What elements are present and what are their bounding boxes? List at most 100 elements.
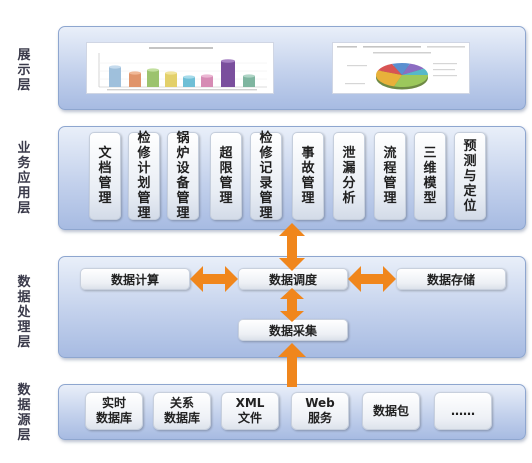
bar-chart-thumbnail-graphic xyxy=(98,47,267,91)
label-char: 业 xyxy=(17,140,31,156)
module-maintenance-plan: 检 修 计 划 管 理 xyxy=(128,131,160,221)
module-char: 检 xyxy=(259,131,273,146)
label-char: 处 xyxy=(17,304,31,320)
module-char: 管 xyxy=(98,176,112,191)
label-char: 务 xyxy=(17,155,31,171)
arrow-schedule-collect xyxy=(280,288,304,322)
module-char: 限 xyxy=(219,161,233,176)
module-char: 流 xyxy=(383,146,397,161)
source-line: 文件 xyxy=(237,411,262,425)
source-data-package: 数据包 xyxy=(362,392,420,430)
module-char: 理 xyxy=(176,206,190,221)
data-compute-box: 数据计算 xyxy=(80,268,190,290)
module-char: 析 xyxy=(342,191,356,206)
module-char: 理 xyxy=(137,206,151,221)
module-char: 测 xyxy=(463,153,477,169)
module-boiler-equipment: 锅 炉 设 备 管 理 xyxy=(167,131,199,221)
source-line: …… xyxy=(451,403,475,418)
label-char: 示 xyxy=(17,62,31,78)
label-char: 数 xyxy=(17,274,31,290)
module-prediction-location: 预 测 与 定 位 xyxy=(454,132,486,220)
module-char: 划 xyxy=(137,176,151,191)
module-char: 理 xyxy=(383,191,397,206)
label-char: 层 xyxy=(17,428,31,443)
module-char: 位 xyxy=(463,198,477,214)
module-char: 程 xyxy=(383,161,397,176)
label-char: 据 xyxy=(17,289,31,305)
module-char: 模 xyxy=(423,176,437,191)
module-char: 事 xyxy=(301,146,315,161)
module-accident-management: 事 故 管 理 xyxy=(292,132,324,220)
source-line: 实时 xyxy=(101,396,126,410)
module-char: 分 xyxy=(342,176,356,191)
label-char: 应 xyxy=(17,170,31,186)
module-char: 预 xyxy=(463,138,477,154)
module-overlimit-management: 超 限 管 理 xyxy=(210,132,242,220)
layer-label-processing: 数 据 处 理 层 xyxy=(0,262,48,362)
pie-chart-thumbnail-graphic xyxy=(337,46,465,90)
label-char: 据 xyxy=(17,398,31,413)
layer-label-business: 业 务 应 用 层 xyxy=(0,128,48,228)
pie-chart-thumbnail xyxy=(332,42,470,94)
label-char: 层 xyxy=(17,334,31,350)
module-char: 三 xyxy=(423,146,437,161)
module-char: 管 xyxy=(137,191,151,206)
module-char: 修 xyxy=(259,146,273,161)
module-char: 管 xyxy=(219,176,233,191)
module-char: 计 xyxy=(137,161,151,176)
label-char: 数 xyxy=(17,383,31,398)
module-char: 修 xyxy=(137,146,151,161)
source-line: XML xyxy=(235,396,265,410)
module-document-management: 文 档 管 理 xyxy=(89,132,121,220)
source-line: Web xyxy=(305,396,335,410)
module-leak-analysis: 泄 漏 分 析 xyxy=(333,132,365,220)
label-char: 用 xyxy=(17,185,31,201)
module-char: 理 xyxy=(259,206,273,221)
source-line: 数据库 xyxy=(163,411,200,425)
source-line: 数据库 xyxy=(95,411,132,425)
source-web-service: Web 服务 xyxy=(291,392,349,430)
module-char: 档 xyxy=(98,161,112,176)
source-line: 服务 xyxy=(307,411,332,425)
data-schedule-box: 数据调度 xyxy=(238,268,348,290)
module-char: 管 xyxy=(176,191,190,206)
label-char: 层 xyxy=(17,200,31,216)
module-char: 管 xyxy=(301,176,315,191)
module-char: 锅 xyxy=(176,131,190,146)
source-line: 数据包 xyxy=(372,403,409,418)
module-char: 管 xyxy=(259,191,273,206)
module-char: 设 xyxy=(176,161,190,176)
label-char: 源 xyxy=(17,413,31,428)
module-process-management: 流 程 管 理 xyxy=(374,132,406,220)
module-char: 录 xyxy=(259,176,273,191)
module-char: 与 xyxy=(463,168,477,184)
label-char: 层 xyxy=(17,77,31,93)
layer-label-source: 数 据 源 层 xyxy=(0,378,48,448)
data-collect-box: 数据采集 xyxy=(238,319,348,341)
module-3d-model: 三 维 模 型 xyxy=(414,132,446,220)
source-realtime-db: 实时 数据库 xyxy=(85,392,143,430)
source-line: 关系 xyxy=(169,396,194,410)
arrow-source-collect xyxy=(278,343,306,387)
module-char: 文 xyxy=(98,146,112,161)
arrow-schedule-storage xyxy=(348,266,396,292)
source-relational-db: 关系 数据库 xyxy=(153,392,211,430)
source-xml-file: XML 文件 xyxy=(221,392,279,430)
module-char: 管 xyxy=(383,176,397,191)
module-char: 漏 xyxy=(342,161,356,176)
module-char: 维 xyxy=(423,161,437,176)
module-char: 理 xyxy=(98,191,112,206)
module-char: 检 xyxy=(137,131,151,146)
module-char: 泄 xyxy=(342,146,356,161)
label-char: 展 xyxy=(17,47,31,63)
module-char: 故 xyxy=(301,161,315,176)
module-char: 超 xyxy=(219,146,233,161)
module-char: 炉 xyxy=(176,146,190,161)
arrow-business-processing xyxy=(279,223,305,271)
module-char: 定 xyxy=(463,183,477,199)
module-char: 理 xyxy=(301,191,315,206)
layer-label-presentation: 展 示 层 xyxy=(0,30,48,110)
module-maintenance-record: 检 修 记 录 管 理 xyxy=(250,131,282,221)
module-char: 理 xyxy=(219,191,233,206)
module-char: 记 xyxy=(259,161,273,176)
